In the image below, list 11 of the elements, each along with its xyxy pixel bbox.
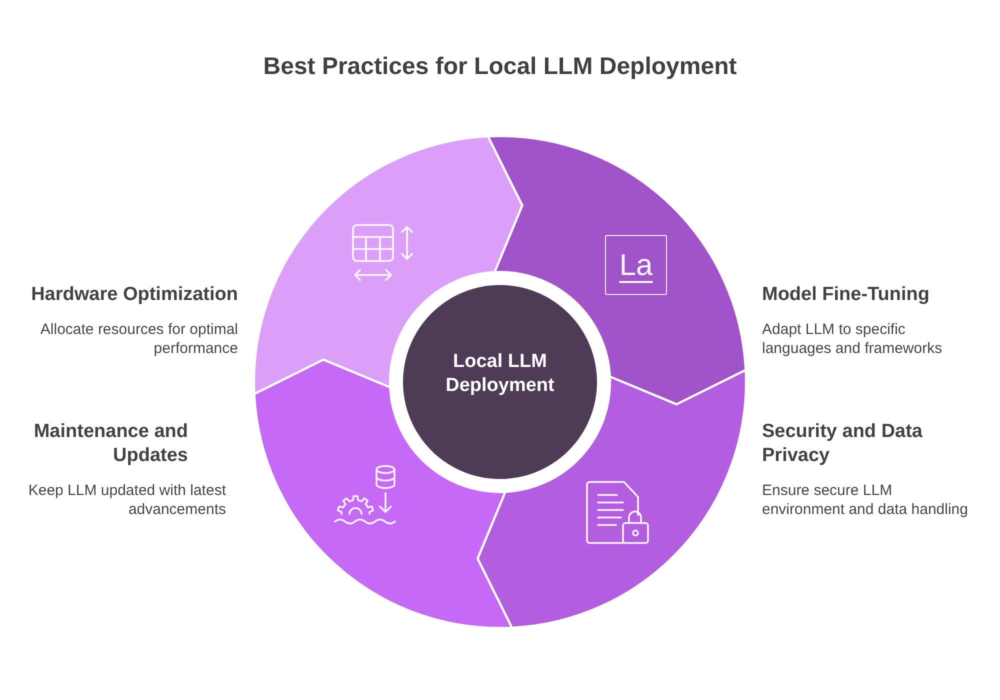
segment-description: Allocate resources for optimal performance	[39, 320, 238, 358]
segment-heading: Model Fine-Tuning	[762, 283, 930, 307]
segment-heading: Maintenance and Updates	[32, 420, 188, 468]
segment-description: Keep LLM updated with latest advancements	[27, 481, 226, 519]
hub-label: Local LLM Deployment	[444, 350, 556, 398]
diagram-title: Best Practices for Local LLM Deployment	[262, 52, 738, 82]
segment-heading: Security and Data Privacy	[762, 420, 924, 468]
letter-tile-icon: La	[605, 235, 667, 295]
segment-description: Adapt LLM to specific languages and frameworks	[762, 320, 944, 358]
segment-description: Ensure secure LLM environment and data handling	[762, 481, 969, 519]
segment-heading: Hardware Optimization	[30, 283, 238, 307]
